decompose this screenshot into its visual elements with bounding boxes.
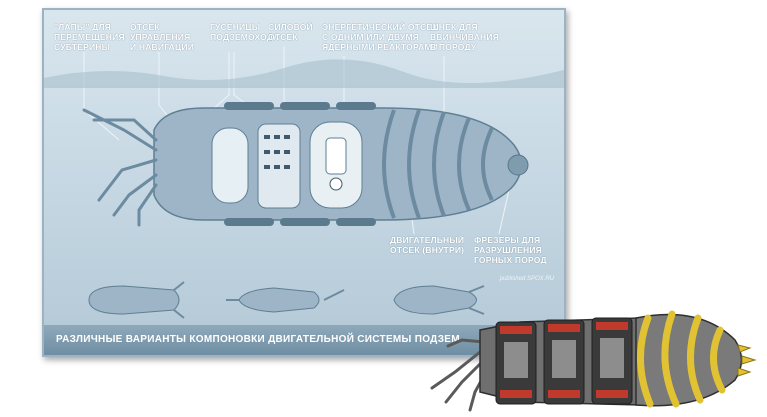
label-screw: ШНЕК ДЛЯ ВВИНЧИВАНИЯ В ПОРОДУ bbox=[430, 22, 500, 52]
label-cutters: ФРЕЗЕРЫ ДЛЯ РАЗРУШЛЕНИЯ ГОРНЫХ ПОРОД bbox=[474, 235, 547, 265]
label-energy: ЭНЕРГЕТИЧЕСКИЙ ОТСЕК С ОДНИМ ИЛИ ДВУМЯ Я… bbox=[322, 22, 439, 52]
publisher-credit: published SPOX.RU bbox=[499, 276, 554, 282]
caption-text: РАЗЛИЧНЫЕ ВАРИАНТЫ КОМПОНОВКИ ДВИГАТЕЛЬН… bbox=[56, 334, 460, 345]
label-control: ОТСЕК УПРАВЛЕНИЯ И НАВИГАЦИИ bbox=[130, 22, 195, 52]
caption-bar: РАЗЛИЧНЫЕ ВАРИАНТЫ КОМПОНОВКИ ДВИГАТЕЛЬН… bbox=[44, 325, 564, 355]
label-legs: "ЛАПЫ" ДЛЯ ПЕРЕМЕЩЕНИЯ СУБТЕРИНЫ bbox=[54, 22, 125, 52]
diagram-panel: "ЛАПЫ" ДЛЯ ПЕРЕМЕЩЕНИЯ СУБТЕРИНЫ ОТСЕК У… bbox=[42, 8, 566, 357]
label-power: СИЛОВОЙ ОТСЕК bbox=[268, 22, 313, 42]
machine-illustration bbox=[44, 46, 564, 319]
label-engine: ДВИГАТЕЛЬНЫЙ ОТСЕК (ВНУТРИ) bbox=[390, 235, 465, 255]
label-tracks: ГУСЕНИЦЫ ПОДЗЕМОХОДА bbox=[210, 22, 280, 42]
